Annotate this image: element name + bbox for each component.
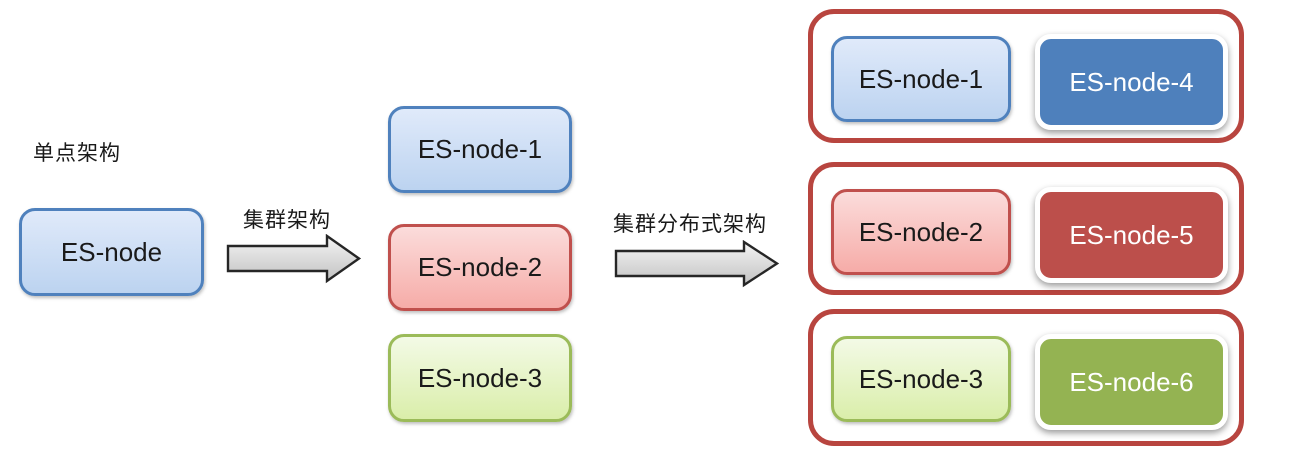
es-node-5-label: ES-node-5 — [1069, 219, 1194, 250]
es-node-4-box: ES-node-4 — [1035, 34, 1228, 130]
es-node-1-label: ES-node-1 — [417, 134, 543, 164]
es-node-4-label: ES-node-4 — [1069, 66, 1194, 97]
es-node-3-box: ES-node-3 — [831, 336, 1011, 422]
es-node-6-box: ES-node-6 — [1035, 334, 1228, 430]
es-node-3-label: ES-node-3 — [417, 362, 543, 393]
right-arrow-icon — [226, 234, 362, 284]
es-node-2-box: ES-node-2 — [831, 189, 1011, 275]
shard-group-2: ES-node-2 ES-node-5 — [808, 162, 1244, 295]
es-node-2-box: ES-node-2 — [388, 224, 572, 311]
single-architecture-label: 单点架构 — [33, 142, 121, 165]
shard-group-3: ES-node-3 ES-node-6 — [808, 309, 1244, 446]
es-node-6-label: ES-node-6 — [1069, 366, 1194, 397]
cluster-arrow-label: 集群架构 — [243, 209, 331, 232]
es-node-5-box: ES-node-5 — [1035, 187, 1228, 283]
right-arrow-icon — [614, 240, 780, 288]
es-node-2-label: ES-node-2 — [417, 252, 543, 282]
es-node-box: ES-node — [19, 208, 204, 296]
distributed-arrow-label: 集群分布式架构 — [613, 213, 767, 236]
es-node-3-label: ES-node-3 — [858, 363, 984, 394]
es-node-1-box: ES-node-1 — [831, 36, 1011, 122]
es-node-1-box: ES-node-1 — [388, 106, 572, 193]
shard-group-1: ES-node-1 ES-node-4 — [808, 9, 1244, 143]
es-node-2-label: ES-node-2 — [858, 216, 984, 247]
es-node-3-box: ES-node-3 — [388, 334, 572, 422]
es-node-label: ES-node — [60, 236, 163, 267]
es-node-1-label: ES-node-1 — [858, 63, 984, 94]
